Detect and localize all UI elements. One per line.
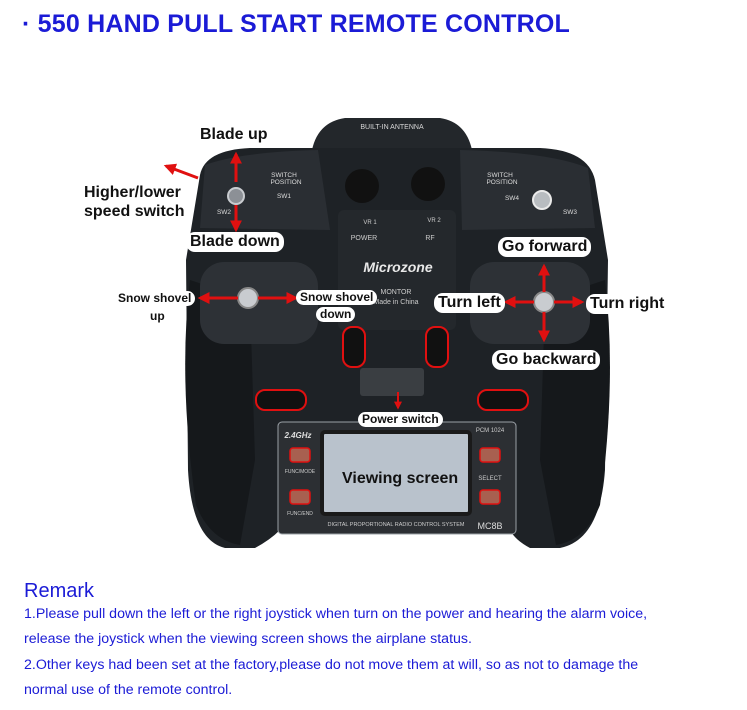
page-title: · 550 HAND PULL START REMOTE CONTROL — [22, 10, 570, 38]
arrow-speed-switch — [163, 163, 199, 180]
remark-title: Remark — [24, 580, 95, 602]
label-go-backward: Go backward — [492, 350, 601, 370]
monitor-label: MONTOR — [381, 289, 412, 296]
remote-control-photo: BUILT-IN ANTENNA SWITCH POSITION SW1 SW2… — [163, 118, 610, 548]
left-switch-panel — [200, 150, 330, 230]
power-switch[interactable] — [360, 368, 424, 396]
remark-line-3: 2.Other keys had been set at the factory… — [24, 657, 639, 673]
select-down-button[interactable] — [479, 489, 501, 505]
label-shovel-down-1: Snow shovel — [296, 290, 378, 306]
brand-logo: Microzone — [363, 259, 432, 275]
right-vertical-trim[interactable] — [425, 326, 449, 368]
sw3-toggle[interactable] — [532, 190, 552, 210]
sw-right-label-top: SWITCH — [487, 172, 513, 179]
remark-line-4: normal use of the remote control. — [24, 682, 233, 698]
remark-line-1: 1.Please pull down the left or the right… — [24, 606, 648, 622]
sw2-label: SW2 — [217, 209, 231, 216]
func-end-button[interactable] — [289, 489, 311, 505]
label-turn-right: Turn right — [586, 294, 669, 314]
select-up-button[interactable] — [479, 447, 501, 463]
func-end-label: FUNC/END — [287, 511, 313, 517]
func-mode-button[interactable] — [289, 447, 311, 463]
model-label: MC8B — [477, 521, 502, 531]
sw-left-label-top: SWITCH — [271, 172, 297, 179]
footer-label: DIGITAL PROPORTIONAL RADIO CONTROL SYSTE… — [327, 522, 464, 528]
left-gimbal — [200, 262, 318, 344]
vr2-label: VR 2 — [427, 218, 441, 224]
label-shovel-up-2: up — [146, 309, 169, 325]
power-led-label: POWER — [351, 235, 377, 242]
label-speed-switch-1: Higher/lower — [80, 183, 185, 203]
right-joystick[interactable] — [533, 291, 555, 313]
label-shovel-up-1: Snow shovel — [114, 291, 196, 307]
label-go-forward: Go forward — [498, 237, 592, 257]
right-grip — [540, 280, 610, 545]
label-power-switch: Power switch — [358, 412, 443, 428]
sw-right-label-bottom: POSITION — [486, 179, 517, 186]
vr1-label: VR 1 — [363, 220, 377, 226]
right-switch-panel — [460, 150, 595, 230]
func-mode-label: FUNC/MODE — [285, 469, 316, 475]
right-horizontal-trim[interactable] — [477, 389, 529, 411]
left-horizontal-trim[interactable] — [255, 389, 307, 411]
rf-led-label: RF — [425, 235, 434, 242]
label-viewing-screen: Viewing screen — [338, 469, 463, 489]
freq-label: 2.4GHz — [283, 431, 311, 440]
label-blade-down: Blade down — [186, 232, 284, 252]
made-in-label: Made in China — [373, 299, 418, 306]
sw4-label: SW4 — [505, 195, 519, 202]
select-label: SELECT — [478, 476, 502, 482]
sw3-label: SW3 — [563, 209, 577, 216]
antenna-label: BUILT-IN ANTENNA — [360, 124, 424, 131]
vr1-knob[interactable] — [345, 169, 379, 203]
label-shovel-down-2: down — [316, 307, 356, 323]
sw2-toggle[interactable] — [227, 187, 245, 205]
left-vertical-trim[interactable] — [342, 326, 366, 368]
label-speed-switch-2: speed switch — [80, 202, 189, 222]
remark-line-2: release the joystick when the viewing sc… — [24, 631, 472, 647]
sw-left-label-bottom: POSITION — [270, 179, 301, 186]
label-blade-up: Blade up — [196, 125, 272, 145]
left-joystick[interactable] — [237, 287, 259, 309]
left-grip — [185, 280, 255, 545]
pcm-label: PCM 1024 — [476, 428, 505, 434]
vr2-knob[interactable] — [411, 167, 445, 201]
annotation-arrows — [163, 151, 585, 410]
label-turn-left: Turn left — [434, 293, 505, 313]
sw1-label: SW1 — [277, 193, 291, 200]
